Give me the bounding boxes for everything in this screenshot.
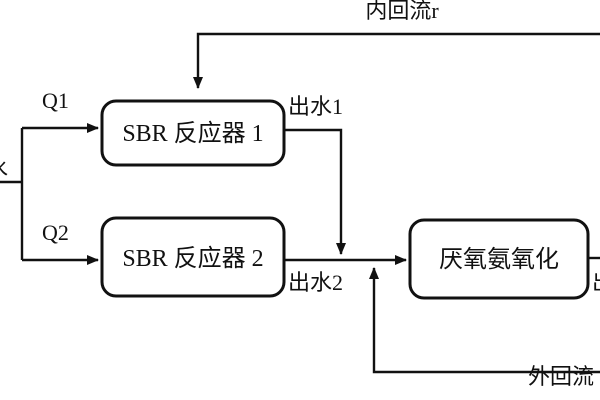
q2-label: Q2 bbox=[42, 220, 69, 245]
external-reflux-line bbox=[369, 267, 600, 374]
external-reflux-label: 外回流 bbox=[528, 364, 594, 389]
sbr-reactor-1-label: SBR 反应器 1 bbox=[122, 120, 263, 147]
internal-reflux-label: 内回流r bbox=[365, 0, 439, 23]
influent-label-cut: 水 bbox=[0, 156, 8, 181]
outflow-label-cut: 出 bbox=[592, 270, 600, 295]
q1-label: Q1 bbox=[42, 88, 69, 113]
outflow2-label: 出水2 bbox=[288, 270, 343, 295]
anammox-box: 厌氧氨氧化 bbox=[408, 218, 590, 300]
sbr-reactor-2-box: SBR 反应器 2 bbox=[100, 216, 286, 298]
anammox-label: 厌氧氨氧化 bbox=[439, 246, 559, 273]
outflow1-label: 出水1 bbox=[288, 94, 343, 119]
outflow1-line bbox=[282, 128, 346, 255]
sbr-reactor-2-label: SBR 反应器 2 bbox=[122, 245, 263, 272]
sbr-reactor-1-box: SBR 反应器 1 bbox=[100, 99, 286, 167]
internal-reflux-line bbox=[193, 32, 600, 89]
